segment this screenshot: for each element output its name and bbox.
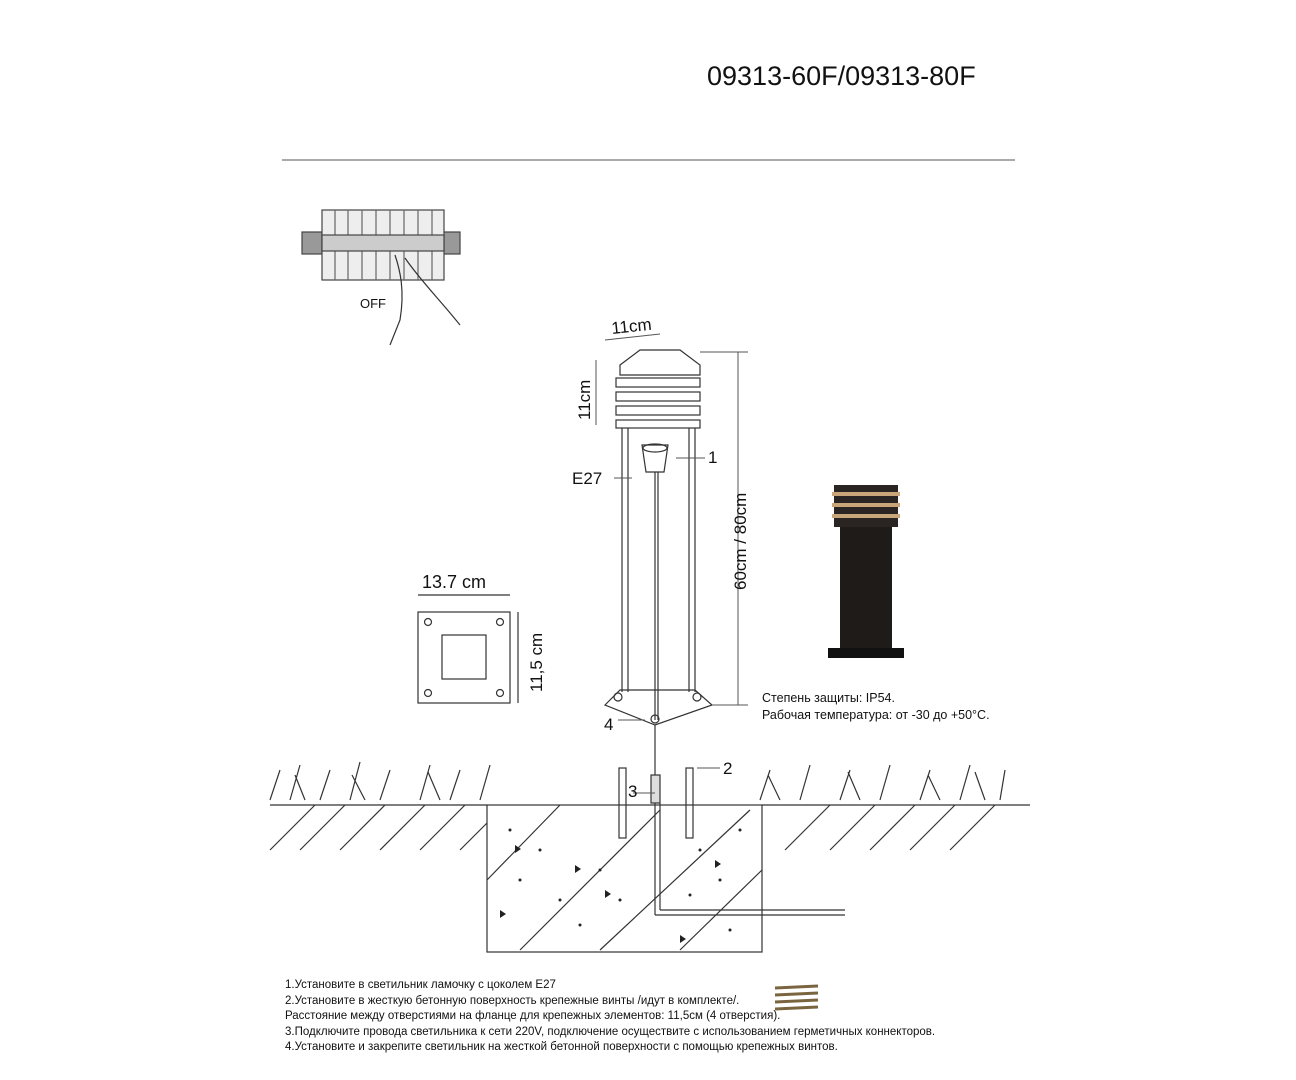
model-title: 09313-60F/09313-80F <box>707 61 976 91</box>
breaker-off-label: OFF <box>360 296 386 311</box>
socket-label: E27 <box>572 469 602 488</box>
concrete-texture <box>500 828 742 943</box>
specifications: Степень защиты: IP54. Рабочая температур… <box>762 690 990 724</box>
instruction-line: 1.Установите в светильник ламочку с цоко… <box>285 979 556 991</box>
operating-temperature: Рабочая температура: от -30 до +50°C. <box>762 708 990 722</box>
installation-instructions: 1.Установите в светильник ламочку с цоко… <box>285 978 935 1056</box>
callout-2: 2 <box>723 759 732 778</box>
callout-4: 4 <box>604 715 613 734</box>
flange-width-dimension: 13.7 cm <box>422 572 486 592</box>
instruction-line: 3.Подключите провода светильника к сети … <box>285 1025 936 1038</box>
circuit-breaker-icon <box>301 209 461 346</box>
callout-1: 1 <box>708 448 717 467</box>
instruction-line: Расстояние между отверстиями на фланце д… <box>285 1010 781 1022</box>
flange-plan-drawing <box>417 594 519 704</box>
protection-rating: Степень защиты: IP54. <box>762 691 895 705</box>
flange-height-dimension: 11,5 cm <box>527 633 546 692</box>
top-height-dimension: 11cm <box>575 380 594 420</box>
total-height-dimension: 60cm / 80cm <box>731 493 750 590</box>
callout-3: 3 <box>628 782 637 801</box>
top-width-dimension: 11cm <box>610 315 652 338</box>
lamp-drawing <box>603 349 714 804</box>
product-photo <box>828 485 904 658</box>
instruction-line: 2.Установите в жесткую бетонную поверхно… <box>285 994 740 1007</box>
instruction-line: 4.Установите и закрепите светильник на ж… <box>285 1041 838 1053</box>
ground-section <box>269 761 1030 953</box>
